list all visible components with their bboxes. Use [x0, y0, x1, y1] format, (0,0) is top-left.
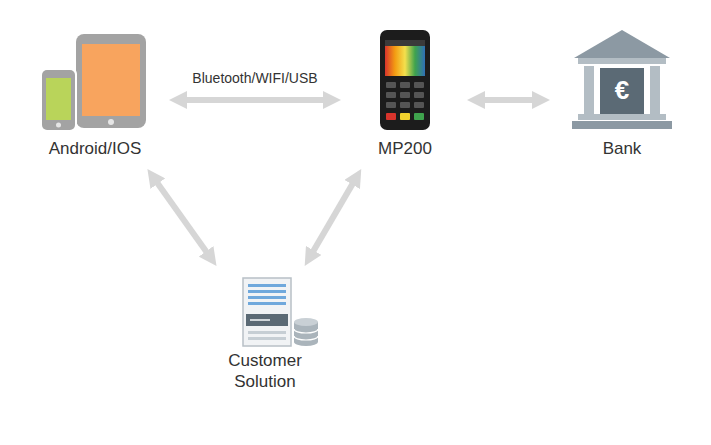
- device-node: MP200: [355, 25, 455, 163]
- double-arrow: [181, 97, 329, 103]
- currency-symbol: €: [600, 76, 644, 104]
- double-arrow: [311, 179, 355, 255]
- node-label: Android/IOS: [35, 138, 155, 159]
- terminal-icon: [380, 30, 430, 130]
- double-arrow: [154, 179, 209, 256]
- double-arrow: [479, 97, 538, 103]
- node-label: Bank: [562, 138, 682, 159]
- bank-icon: [572, 30, 672, 129]
- phone-icon: [40, 68, 77, 132]
- node-label: Customer Solution: [215, 350, 315, 392]
- database-icon: [294, 318, 318, 346]
- tablet-icon: [76, 34, 146, 128]
- device-node: Customer Solution: [215, 272, 315, 396]
- connection-label: Bluetooth/WIFI/USB: [188, 69, 321, 87]
- node-label: MP200: [355, 138, 455, 159]
- server-icon: [243, 278, 291, 346]
- device-node: Android/IOS: [35, 28, 155, 163]
